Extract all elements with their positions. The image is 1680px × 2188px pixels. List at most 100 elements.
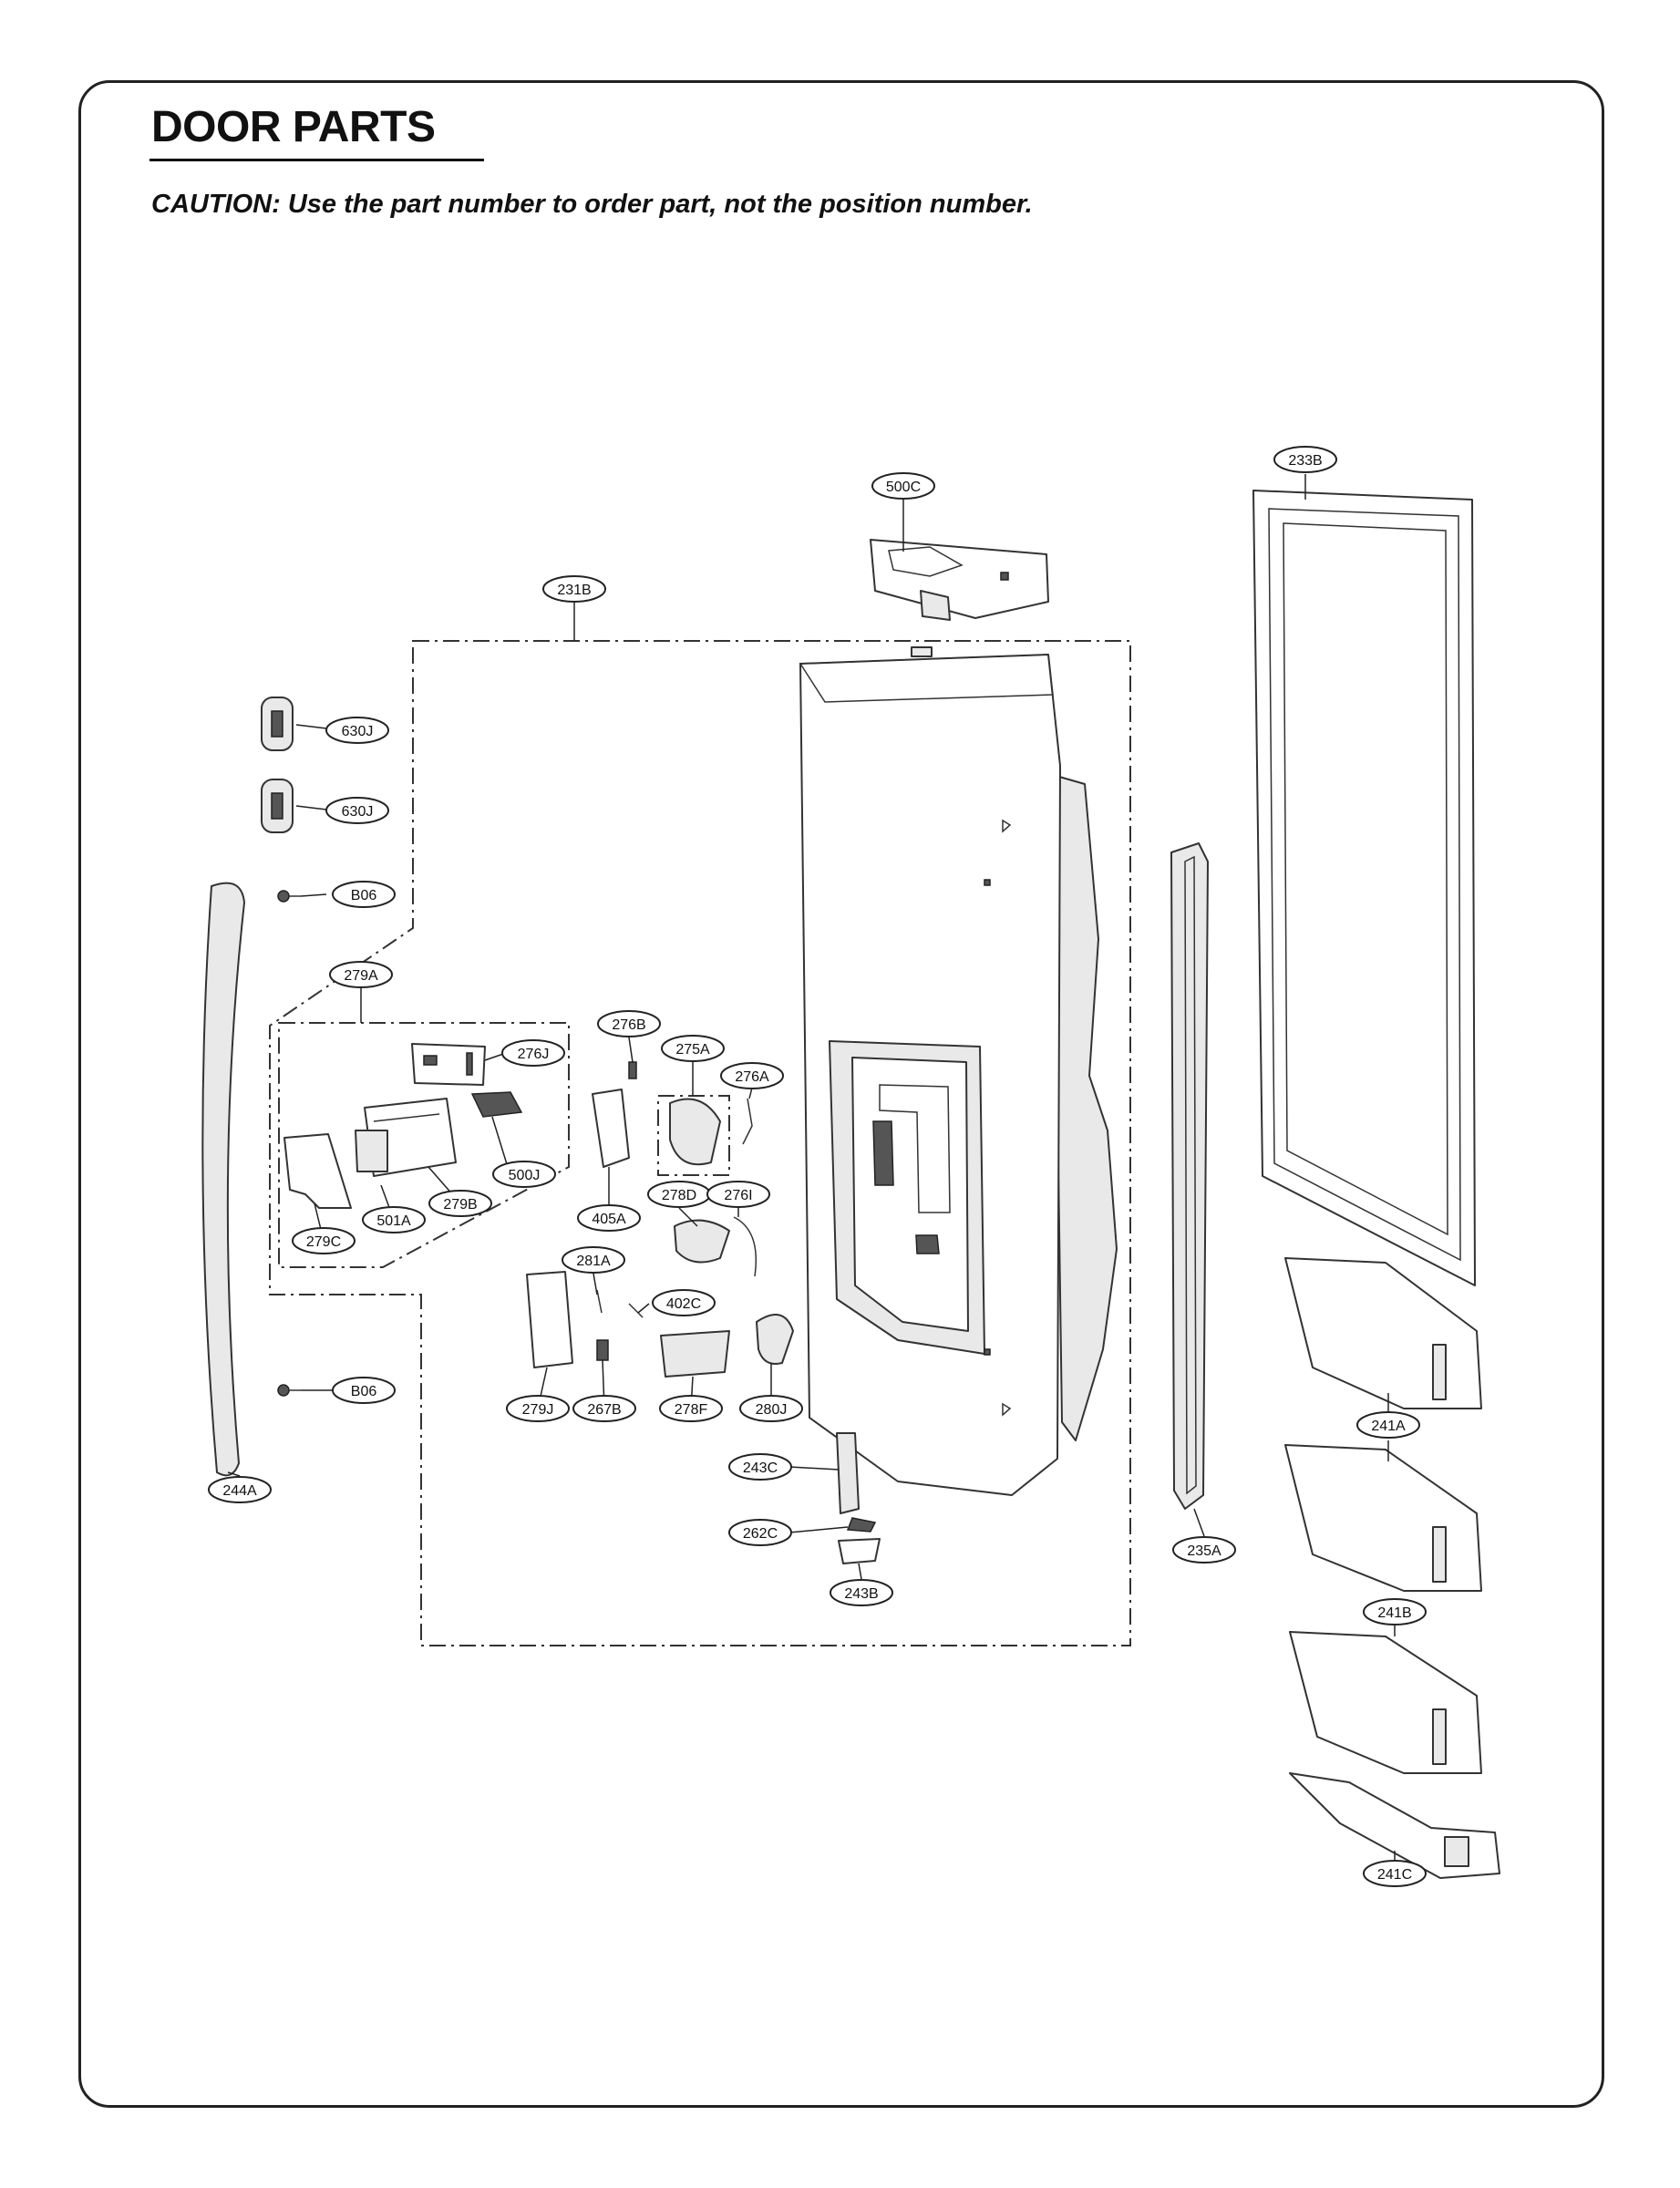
- callout-501a: 501A: [362, 1206, 426, 1233]
- callout-500j: 500J: [492, 1161, 556, 1188]
- callout-b06-1: B06: [332, 881, 396, 908]
- callout-500c: 500C: [871, 472, 935, 500]
- callout-label: 278F: [675, 1402, 708, 1418]
- door-bin-middle: [1284, 1444, 1482, 1592]
- callout-241b: 241B: [1363, 1598, 1427, 1626]
- callout-label: 405A: [592, 1212, 626, 1227]
- callout-label: 233B: [1288, 453, 1322, 469]
- callout-bubble: [492, 1161, 556, 1188]
- callout-bubble: [506, 1395, 570, 1422]
- door-bin-upper: [1284, 1257, 1482, 1409]
- callout-405a: 405A: [577, 1204, 641, 1232]
- callout-bubble: [325, 717, 389, 744]
- dispenser-control-parts: [283, 1043, 523, 1209]
- callout-label: 276I: [724, 1188, 752, 1203]
- callout-label: 275A: [675, 1042, 710, 1058]
- callout-bubble: [661, 1035, 725, 1062]
- dispenser-actuator-parts: [526, 1061, 794, 1378]
- callout-276b: 276B: [597, 1010, 661, 1037]
- callout-label: 500J: [509, 1168, 541, 1183]
- door-bin-lower: [1289, 1631, 1482, 1774]
- callout-bubble: [562, 1246, 625, 1274]
- part-callouts: 233B 500C 231B 630J 630J B06 279A 276J 500J 279B 5…: [208, 446, 1427, 1887]
- callout-bubble: [728, 1519, 792, 1546]
- callout-280j: 280J: [739, 1395, 803, 1422]
- callout-402c: 402C: [652, 1289, 716, 1316]
- title-underline: [149, 159, 484, 161]
- callout-235a: 235A: [1172, 1536, 1236, 1564]
- assembly-outline-275a: [657, 1095, 730, 1176]
- callout-bubble: [1363, 1860, 1427, 1887]
- callout-630j-1: 630J: [325, 717, 389, 744]
- callout-bubble: [362, 1206, 426, 1233]
- callout-bubble: [501, 1039, 565, 1067]
- callout-281a: 281A: [562, 1246, 625, 1274]
- callout-278d: 278D: [647, 1181, 711, 1208]
- callout-label: 281A: [576, 1254, 611, 1269]
- callout-276i: 276I: [706, 1181, 770, 1208]
- callout-label: B06: [351, 1384, 377, 1399]
- callout-241c: 241C: [1363, 1860, 1427, 1887]
- callout-label: 501A: [376, 1213, 411, 1229]
- callout-bubble: [325, 797, 389, 824]
- callout-label: 500C: [886, 480, 921, 495]
- page-title: DOOR PARTS: [151, 103, 436, 151]
- callout-label: 276J: [518, 1047, 550, 1062]
- callout-bubble: [572, 1395, 636, 1422]
- callout-bubble: [1273, 446, 1337, 473]
- callout-bubble: [332, 881, 396, 908]
- callout-243c: 243C: [728, 1453, 792, 1481]
- callout-276j: 276J: [501, 1039, 565, 1067]
- callout-bubble: [577, 1204, 641, 1232]
- callout-241a: 241A: [1356, 1411, 1420, 1439]
- door-gasket: [1252, 490, 1476, 1286]
- callout-label: 280J: [756, 1402, 788, 1418]
- callout-label: 402C: [666, 1296, 701, 1312]
- callout-bubble: [652, 1289, 716, 1316]
- callout-bubble: [1363, 1598, 1427, 1626]
- callout-label: B06: [351, 888, 377, 903]
- callout-label: 244A: [222, 1483, 257, 1499]
- callout-bubble: [830, 1579, 893, 1606]
- hinge-cover: [870, 539, 1049, 621]
- callout-label: 630J: [342, 804, 374, 820]
- callout-276a: 276A: [720, 1062, 784, 1089]
- callout-label: 243B: [844, 1586, 878, 1602]
- callout-bubble: [720, 1062, 784, 1089]
- callout-bubble: [428, 1190, 492, 1217]
- handle-mount-upper: [261, 697, 294, 751]
- callout-bubble: [542, 575, 606, 603]
- callout-label: 278D: [662, 1188, 696, 1203]
- lower-hinge-parts: [836, 1432, 881, 1564]
- handle-mount-lower: [261, 779, 294, 833]
- callout-bubble: [728, 1453, 792, 1481]
- callout-279b: 279B: [428, 1190, 492, 1217]
- callout-label: 241A: [1371, 1419, 1406, 1434]
- callout-label: 279B: [443, 1197, 477, 1213]
- callout-label: 276A: [735, 1069, 769, 1085]
- callout-279c: 279C: [292, 1227, 356, 1254]
- callout-bubble: [597, 1010, 661, 1037]
- callout-275a: 275A: [661, 1035, 725, 1062]
- callout-bubble: [332, 1377, 396, 1404]
- callout-279a: 279A: [329, 961, 393, 988]
- callout-bubble: [706, 1181, 770, 1208]
- caution-note: CAUTION: Use the part number to order pa…: [151, 190, 1033, 219]
- callout-bubble: [329, 961, 393, 988]
- callout-bubble: [1356, 1411, 1420, 1439]
- callout-label: 630J: [342, 724, 374, 739]
- callout-bubble: [208, 1476, 272, 1503]
- assembly-outline-231b: [269, 640, 1131, 1646]
- callout-label: 241B: [1377, 1605, 1411, 1621]
- callout-label: 267B: [587, 1402, 621, 1418]
- callout-231b: 231B: [542, 575, 606, 603]
- door-bin-bottom: [1289, 1772, 1500, 1879]
- callout-bubble: [739, 1395, 803, 1422]
- callout-label: 235A: [1187, 1543, 1221, 1559]
- page-frame: [78, 80, 1604, 2108]
- callout-label: 243C: [743, 1460, 778, 1476]
- screw-lower: [277, 1384, 301, 1397]
- door-panel: [799, 646, 1118, 1496]
- screw-upper: [277, 890, 301, 903]
